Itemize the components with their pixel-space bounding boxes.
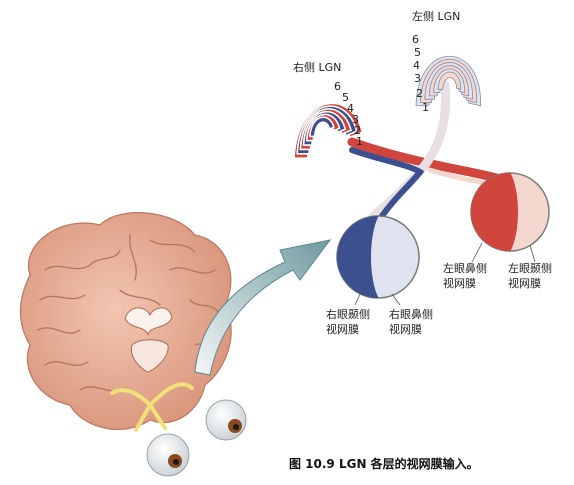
- left-lgn-layer-number: 6: [412, 33, 419, 46]
- left-eye-retina: [470, 172, 550, 252]
- left-lgn-layer-number: 4: [413, 59, 420, 72]
- right-lgn-layer-number: 4: [347, 102, 354, 115]
- right-lgn: [293, 102, 364, 159]
- right-lgn-layer-number: 3: [352, 113, 359, 126]
- optic-pathway: [110, 382, 194, 432]
- right-eye-nasal-label-2: 视网膜: [389, 322, 422, 336]
- left-lgn-label: 左侧 LGN: [412, 10, 460, 23]
- left-lgn-layer-number: 1: [422, 101, 429, 114]
- ventricle: [124, 307, 173, 336]
- eyeball-right: [205, 399, 247, 441]
- left-lgn-layer-1: [437, 71, 462, 90]
- left-eye-temporal-label-2: 视网膜: [508, 276, 541, 290]
- left-eye-nasal-label-1: 左眼鼻侧: [443, 261, 487, 275]
- right-lgn-layer-number: 1: [356, 135, 363, 148]
- eyeball-left: [146, 433, 190, 477]
- right-lgn-layer-number: 2: [354, 124, 361, 137]
- zoom-arrow: [194, 239, 332, 376]
- brain-outline: [19, 212, 232, 430]
- right-lgn-layer-1: [309, 116, 335, 138]
- right-lgn-layer-number: 5: [342, 91, 349, 104]
- left-lgn-layer-number: 2: [416, 87, 423, 100]
- figure-caption: 图 10.9 LGN 各层的视网膜输入。: [289, 457, 479, 471]
- right-eye-retina: [336, 215, 420, 299]
- left-lgn: [415, 56, 482, 107]
- left-eye-nasal-label-2: 视网膜: [443, 276, 476, 290]
- right-eye-temporal-label-1: 右眼颞侧: [326, 307, 370, 321]
- right-lgn-label: 右侧 LGN: [293, 60, 341, 74]
- brain-gyri: [37, 234, 221, 392]
- thalamus: [130, 339, 169, 373]
- right-eye-nasal-label-1: 右眼鼻侧: [389, 307, 433, 321]
- right-lgn-layer-number: 6: [334, 80, 341, 93]
- brain-illustration: [19, 212, 232, 432]
- left-eye-temporal-label-1: 左眼颞侧: [508, 262, 552, 275]
- right-eye-temporal-label-2: 视网膜: [326, 322, 359, 336]
- left-lgn-layer-number: 5: [414, 46, 421, 59]
- leader-lines: [354, 242, 536, 306]
- left-lgn-layer-number: 3: [414, 72, 421, 85]
